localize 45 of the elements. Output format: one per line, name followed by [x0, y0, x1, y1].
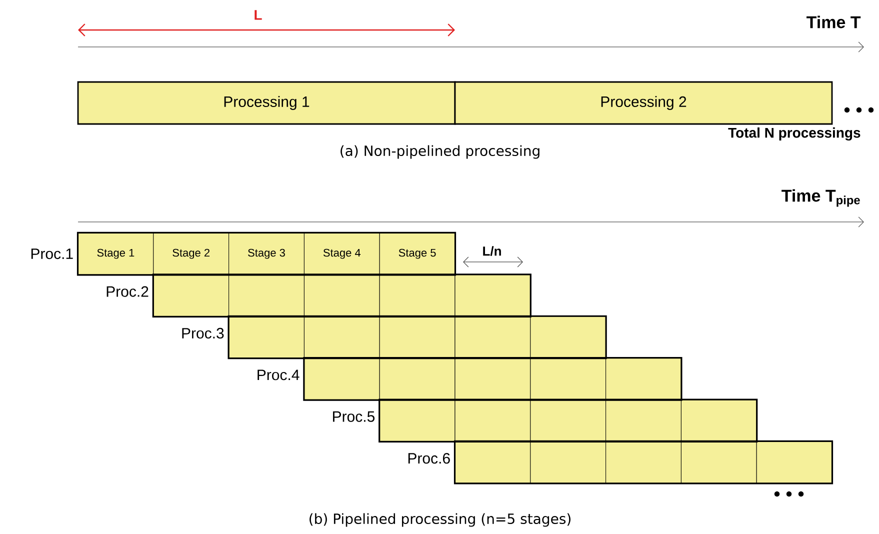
row-label: Proc.1 [31, 248, 73, 260]
stage-cell [606, 400, 682, 442]
caption: (a) Non-pipelined processing [340, 145, 540, 159]
stage-cell [153, 274, 230, 317]
stage-cell [530, 358, 606, 400]
stage-cell [454, 441, 531, 484]
stage-cell [606, 441, 682, 484]
row-label: Proc.5 [333, 411, 375, 422]
stage-cell [680, 441, 757, 484]
stage-cell [454, 274, 531, 317]
stage-cell [379, 274, 456, 317]
stage-cell [756, 441, 832, 484]
stage-cell [530, 316, 606, 358]
note-text: Total N processings [728, 127, 860, 141]
stage-cell [530, 400, 606, 442]
caption: (b) Pipelined processing (n=5 stages) [310, 513, 570, 527]
stage-cell [304, 274, 380, 317]
row-label: Proc.6 [408, 453, 450, 464]
stage-cell: Stage 5 [379, 232, 456, 275]
stage-cell [606, 358, 682, 400]
axis-label: Time T [806, 16, 861, 28]
stage-cell [530, 441, 606, 484]
process-box: Processing 1 [77, 81, 456, 125]
stage-cell [379, 358, 456, 400]
stage-cell: Stage 4 [304, 232, 380, 275]
stage-cell: Stage 3 [228, 232, 304, 275]
stage-cell [304, 316, 380, 358]
dimension-label: L [254, 10, 262, 20]
stage-cell: Stage 1 [78, 232, 154, 275]
row-label: Proc.4 [258, 370, 300, 380]
stage-cell: Stage 2 [153, 232, 230, 275]
stage-cell [228, 274, 304, 317]
stage-cell [379, 400, 456, 442]
stage-cell [304, 358, 380, 400]
row-label: Proc.3 [182, 328, 224, 339]
dimension-label: L/n [483, 246, 501, 256]
stage-cell [680, 400, 757, 442]
stage-cell [379, 316, 456, 358]
stage-cell [228, 316, 304, 358]
axis-label: Time T$_{pipe}$ [782, 189, 860, 207]
stage-cell [454, 358, 531, 400]
stage-cell [454, 316, 531, 358]
row-label: Proc.2 [106, 286, 148, 297]
stage-cell [454, 400, 531, 442]
process-box: Processing 2 [454, 81, 833, 125]
